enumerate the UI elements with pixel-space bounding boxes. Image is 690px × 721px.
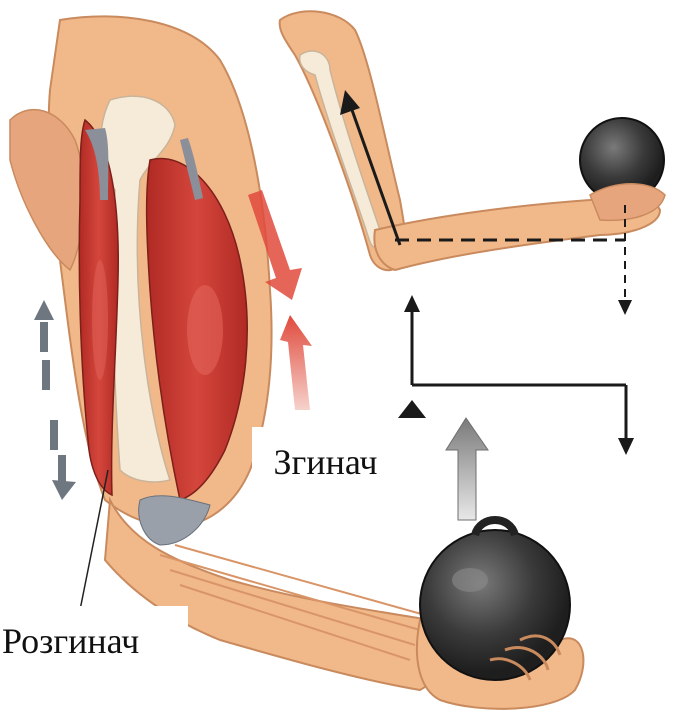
flexor-label: Згинач <box>252 427 399 497</box>
fulcrum-icon <box>398 400 426 418</box>
extensor-label: Розгинач <box>0 606 188 676</box>
lever-diagram <box>280 11 665 315</box>
upward-force-arrow <box>446 418 488 520</box>
flexor-highlight <box>187 285 223 375</box>
lever-schematic <box>398 295 634 520</box>
inset-load-arrowhead <box>618 300 632 315</box>
kettlebell-icon <box>420 520 570 680</box>
tendon-elbow <box>139 496 210 545</box>
extensor-highlight <box>92 260 108 380</box>
main-arm-figure <box>10 16 583 708</box>
extensor-pointer-line <box>80 470 108 610</box>
